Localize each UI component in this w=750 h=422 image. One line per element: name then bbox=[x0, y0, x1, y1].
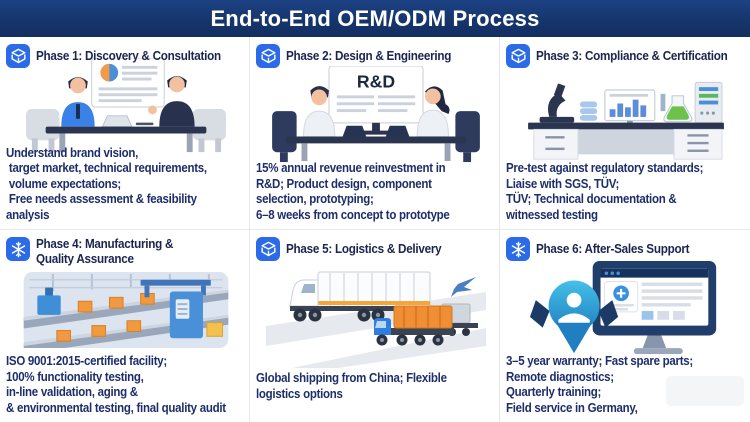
snowflake-icon bbox=[506, 237, 530, 261]
right-engineer-head bbox=[424, 88, 441, 104]
avatar-head bbox=[566, 292, 582, 308]
right-person-suit bbox=[158, 100, 195, 127]
phase-1-title: Phase 1: Discovery & Consultation bbox=[36, 48, 221, 63]
left-chair bbox=[25, 108, 59, 141]
snowflake-icon bbox=[6, 237, 30, 261]
pin-right-wing bbox=[598, 299, 619, 328]
left-drawers bbox=[533, 128, 579, 160]
petri-dish-stack bbox=[579, 101, 598, 107]
rd-monitor bbox=[327, 65, 424, 123]
phase-2-title: Phase 2: Design & Engineering bbox=[286, 48, 452, 63]
laptop-left bbox=[342, 125, 366, 137]
right-engineer-coat bbox=[416, 109, 449, 137]
phase-3-description: Pre-test against regulatory standards; L… bbox=[506, 161, 704, 222]
flask-liquid bbox=[666, 105, 689, 120]
watermark bbox=[666, 376, 744, 406]
title-banner: End-to-End OEM/ODM Process bbox=[0, 0, 750, 37]
right-office-chair bbox=[454, 110, 480, 152]
phase-2-header: Phase 2: Design & Engineering bbox=[256, 42, 495, 68]
monitor-stand bbox=[642, 334, 667, 348]
phase-6-illustration bbox=[506, 260, 746, 354]
left-engineer-head bbox=[310, 89, 327, 105]
test-tube bbox=[660, 93, 666, 111]
gantry-beam bbox=[140, 279, 211, 286]
logistics-trucks-graphic bbox=[265, 271, 486, 368]
phase-3-panel: Phase 3: Compliance & Certification bbox=[500, 37, 750, 230]
phase-4-header: Phase 4: Manufacturing & Quality Assuran… bbox=[6, 235, 245, 266]
phase-4-description: ISO 9001:2015-certified facility; 100% f… bbox=[6, 354, 226, 415]
phase-5-header: Phase 5: Logistics & Delivery bbox=[256, 235, 495, 261]
left-engineer-coat bbox=[302, 110, 335, 137]
cargo-plane bbox=[450, 277, 476, 297]
right-chair bbox=[192, 108, 226, 141]
phase-2-illustration: R&D bbox=[256, 65, 495, 162]
phase-4-illustration bbox=[6, 266, 245, 354]
inspection-machine bbox=[36, 295, 61, 315]
phase-grid: Phase 1: Discovery & Consultation bbox=[0, 37, 750, 422]
desk bbox=[285, 136, 466, 143]
support-monitor-graphic bbox=[529, 260, 717, 354]
container-truck bbox=[373, 305, 454, 346]
right-person-head bbox=[168, 76, 185, 93]
package-cube-icon bbox=[256, 237, 280, 261]
page-title: End-to-End OEM/ODM Process bbox=[210, 5, 540, 31]
phase-3-title: Phase 3: Compliance & Certification bbox=[536, 48, 728, 63]
bench-top bbox=[528, 122, 724, 129]
phase-5-illustration bbox=[256, 261, 495, 371]
laptop bbox=[101, 115, 133, 127]
avatar-shoulders bbox=[558, 312, 590, 323]
phase-6-title: Phase 6: After-Sales Support bbox=[536, 241, 690, 256]
package-cube-icon bbox=[256, 44, 280, 68]
factory-line-graphic bbox=[23, 272, 228, 349]
phase-1-description: Understand brand vision, target market, … bbox=[6, 145, 207, 222]
phase-1-header: Phase 1: Discovery & Consultation bbox=[6, 42, 245, 68]
phase-5-description: Global shipping from China; Flexible log… bbox=[256, 371, 447, 401]
phase-2-panel: Phase 2: Design & Engineering R&D bbox=[250, 37, 500, 230]
phase-3-illustration bbox=[506, 68, 746, 161]
rd-monitor-label: R&D bbox=[356, 71, 394, 91]
consultation-meeting-graphic bbox=[25, 57, 226, 152]
phase-6-description: 3–5 year warranty; Fast spare parts; Rem… bbox=[506, 354, 693, 415]
package-cube-icon bbox=[506, 44, 530, 68]
yellow-crate bbox=[205, 322, 223, 337]
phase-3-header: Phase 3: Compliance & Certification bbox=[506, 42, 746, 68]
phase-5-panel: Phase 5: Logistics & Delivery bbox=[250, 230, 500, 422]
phase-2-description: 15% annual revenue reinvestment in R&D; … bbox=[256, 161, 450, 222]
pin-left-wing bbox=[529, 299, 550, 328]
phase-4-panel: Phase 4: Manufacturing & Quality Assuran… bbox=[0, 230, 250, 422]
left-person-head bbox=[69, 77, 86, 94]
phase-5-title: Phase 5: Logistics & Delivery bbox=[286, 241, 442, 256]
phase-1-panel: Phase 1: Discovery & Consultation bbox=[0, 37, 250, 230]
phase-6-panel: Phase 6: After-Sales Support bbox=[500, 230, 750, 422]
support-location-pin bbox=[548, 280, 600, 353]
microscope bbox=[548, 92, 566, 117]
phase-6-header: Phase 6: After-Sales Support bbox=[506, 235, 746, 261]
phase-1-illustration bbox=[6, 57, 245, 152]
laptop-right bbox=[385, 125, 409, 137]
rd-workstation-graphic: R&D bbox=[271, 65, 480, 162]
package-cube-icon bbox=[6, 44, 30, 68]
left-office-chair bbox=[271, 110, 297, 152]
orange-boxes bbox=[55, 292, 155, 342]
lab-bench-graphic bbox=[528, 81, 724, 160]
table bbox=[45, 126, 206, 134]
phase-4-title: Phase 4: Manufacturing & Quality Assuran… bbox=[36, 236, 174, 266]
